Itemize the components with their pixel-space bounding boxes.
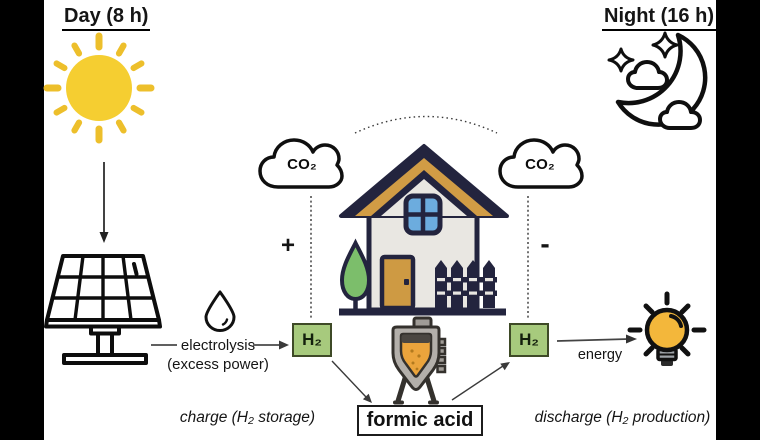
panel-glare [132,262,139,276]
h2-box-right: H₂ [509,323,549,357]
night-label: Night (16 h) [602,5,716,31]
co2-label-left: CO₂ [287,156,317,173]
reactor-headspace [401,334,431,343]
cloud-icon [658,100,702,130]
moon-stars-clouds-icon [607,31,708,130]
charge-arrow [331,360,372,403]
reactor-vessel-icon [391,316,447,405]
reactor-liquid [399,332,433,378]
discharge-caption: discharge (H₂ production) [534,409,711,426]
cloud-icon [626,60,669,90]
water-droplet-icon [204,290,236,332]
co2-exchange-arc [354,115,498,134]
bulb-rays [627,291,707,357]
electrolysis-label: electrolysis [180,337,256,354]
co2-cloud-right-icon [498,138,584,189]
house-icon [339,144,509,316]
solar-panel-icon [44,254,162,365]
electrolysis-arrow [151,340,289,350]
discharge-arrow [451,362,510,401]
house-window [403,193,443,236]
house-roof [339,144,509,218]
reactor-bubbles [410,349,421,371]
bulb-tip [661,360,673,366]
energy-label: energy [577,347,623,363]
charge-caption: charge (H₂ storage) [179,409,316,426]
sun-to-panel-arrow [99,162,109,243]
sun-icon [43,32,155,144]
house-tree [339,238,372,309]
bulb-reflection [669,314,683,328]
sun-disc [66,55,132,121]
day-label: Day (8 h) [62,5,151,31]
plus-sign: + [280,232,295,259]
star-icon [607,47,635,73]
co2-label-right: CO₂ [525,156,555,173]
formic-acid-box: formic acid [357,405,483,436]
excess-power-label: (excess power) [167,356,269,373]
light-bulb-icon [627,291,707,366]
star-icon [651,31,679,59]
house-door [379,254,416,311]
h2-box-left: H₂ [292,323,332,357]
house-fence [435,260,497,308]
sun-rays [43,32,155,144]
co2-cloud-left-icon [258,138,344,189]
energy-arrow [556,334,637,344]
minus-sign: - [540,228,550,259]
